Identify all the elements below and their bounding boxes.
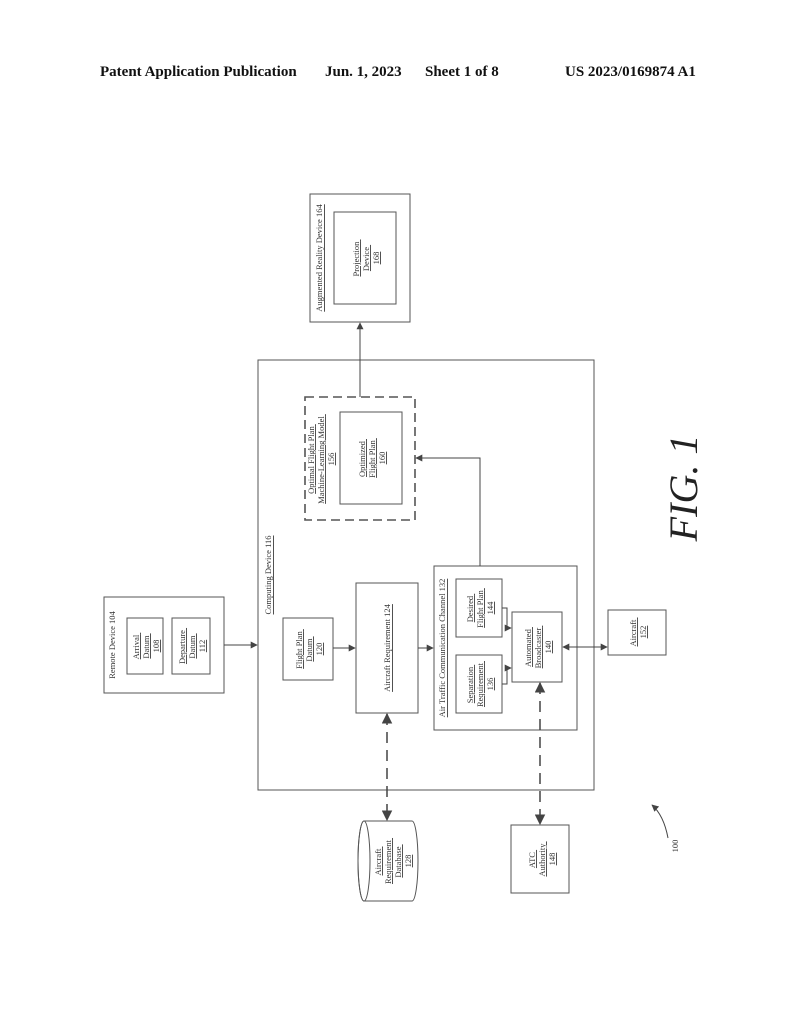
- figure-reference-number: 100: [670, 840, 680, 853]
- projection-device-line2: Device: [361, 247, 371, 271]
- aircraft-requirement-label: Aircraft Requirement 124: [382, 603, 392, 692]
- separation-requirement-number: 136: [485, 678, 495, 691]
- departure-datum-number: 112: [197, 640, 207, 652]
- svg-text:Desired Flight Plan 14: Desired Flight Plan 144: [465, 588, 495, 628]
- desired-flight-plan-line1: Desired: [465, 595, 475, 622]
- svg-text:Computing Device 116: Computing Device 116: [263, 535, 273, 614]
- atc-authority-number: 148: [547, 853, 557, 866]
- arrival-datum-line1: Arrival: [131, 634, 141, 659]
- arrival-datum-line2: Datum: [141, 635, 151, 659]
- svg-text:Air Traffic Communication Chan: Air Traffic Communication Channel 132: [437, 579, 447, 718]
- aircraft-number: 152: [638, 626, 648, 639]
- svg-text:Separation Requirement: Separation Requirement 136: [465, 661, 495, 707]
- ml-model-number: 156: [326, 453, 336, 466]
- atc-authority-line1: ATC: [527, 852, 537, 868]
- arrow-desired-to-broadcaster: [502, 608, 511, 628]
- svg-text:Augmented Reality Device 164: Augmented Reality Device 164: [314, 204, 324, 312]
- optimized-flight-plan-line2: Flight Plan: [367, 440, 377, 478]
- svg-text:Projection Device 168: Projection Device 168: [351, 239, 381, 276]
- computing-device-label: Computing Device 116: [263, 535, 273, 614]
- database-number: 128: [403, 855, 413, 868]
- svg-text:Flight Plan Datum 120: Flight Plan Datum 120: [294, 629, 324, 669]
- database-line1: Aircraft: [373, 848, 383, 876]
- database-line2: Requirement: [383, 839, 393, 884]
- svg-text:Aircraft Requirement 124: Aircraft Requirement 124: [382, 603, 392, 692]
- figure-label: FIG. 1: [661, 435, 706, 543]
- ml-model-line1: Optimal Flight Plan: [306, 426, 316, 494]
- svg-text:Optimal Flight Plan Machin: Optimal Flight Plan Machine-Learning Mod…: [306, 414, 336, 504]
- svg-text:100: 100: [670, 840, 680, 853]
- ref-100-leader: [652, 805, 668, 838]
- svg-text:Automated Broadcaster: Automated Broadcaster 140: [523, 626, 553, 669]
- flight-plan-datum-line2: Datum: [304, 638, 314, 662]
- database-line3: Database: [393, 846, 403, 877]
- separation-requirement-line2: Requirement: [475, 662, 485, 707]
- desired-flight-plan-number: 144: [485, 601, 495, 615]
- separation-requirement-line1: Separation: [465, 666, 475, 703]
- arrival-datum-number: 108: [151, 640, 161, 653]
- departure-datum-line2: Datum: [187, 635, 197, 659]
- arrow-channel-to-model: [416, 458, 480, 566]
- ml-model-line2: Machine-Learning Model: [316, 416, 326, 504]
- automated-broadcaster-line1: Automated: [523, 628, 533, 667]
- departure-datum-line1: Departure: [177, 630, 187, 664]
- svg-text:Aircraft 152: Aircraft 152: [628, 617, 648, 646]
- desired-flight-plan-line2: Flight Plan: [475, 590, 485, 628]
- svg-text:Remote Device 104: Remote Device 104: [107, 611, 117, 679]
- ar-device-label: Augmented Reality Device 164: [314, 204, 324, 312]
- flight-plan-datum-line1: Flight Plan: [294, 631, 304, 669]
- flight-plan-datum-number: 120: [314, 643, 324, 656]
- projection-device-line1: Projection: [351, 241, 361, 277]
- projection-device-number: 168: [371, 252, 381, 265]
- remote-device-label: Remote Device 104: [107, 611, 117, 679]
- svg-text:Aircraft Requirement D: Aircraft Requirement Database 128: [373, 838, 413, 884]
- automated-broadcaster-line2: Broadcaster: [533, 628, 543, 669]
- optimized-flight-plan-line1: Optimized: [357, 440, 367, 477]
- atc-channel-label: Air Traffic Communication Channel 132: [437, 579, 447, 718]
- atc-channel-box: [434, 566, 577, 730]
- svg-text:Optimized Flight Plan: Optimized Flight Plan 160: [357, 438, 387, 478]
- svg-text:Departure Datum 112: Departure Datum 112: [177, 628, 207, 664]
- optimized-flight-plan-number: 160: [377, 452, 387, 465]
- atc-authority-line2: Authority: [537, 843, 547, 877]
- svg-text:Arrival Datum 108: Arrival Datum 108: [131, 633, 161, 660]
- svg-text:ATC Authority 148: ATC Authority 148: [527, 841, 557, 876]
- aircraft-line1: Aircraft: [628, 619, 638, 647]
- arrow-separation-to-broadcaster: [502, 668, 511, 684]
- automated-broadcaster-number: 140: [543, 641, 553, 654]
- svg-text:FIG. 1: FIG. 1: [661, 435, 706, 543]
